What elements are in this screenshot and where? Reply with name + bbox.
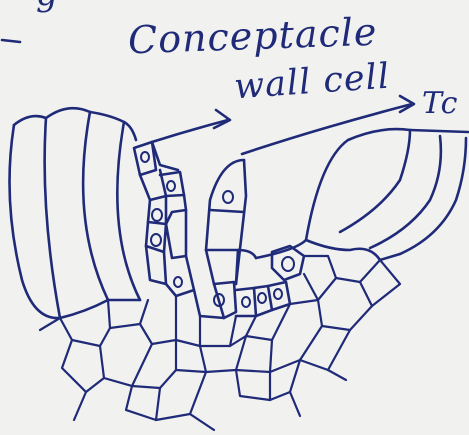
tissue-edge [328,370,346,380]
tissue-cell [60,300,110,346]
wall-cell-arrowhead [214,110,230,128]
hex-cell-outline [272,246,304,280]
wall-cell [166,195,186,224]
tissue-edge [190,414,214,430]
nucleus [167,181,175,191]
tissue-cell [110,300,148,328]
left-strip-4 [117,122,140,300]
tissue-cell [236,370,270,400]
left-strip-2 [45,118,60,318]
right-lobe-base [380,254,400,260]
nucleus [282,257,294,271]
tissue-cell [236,340,272,372]
left-strip-3 [83,112,108,300]
right-wall-divider [210,210,244,212]
right-lobe-strip [370,136,441,248]
left-wall-cells [134,142,194,296]
tissue-cell [62,340,104,392]
nucleus [174,277,182,287]
tissue-cell [206,336,246,372]
nucleus [223,191,233,203]
hex-cell [272,246,304,280]
left-base-1 [60,300,108,318]
wall-cell [166,256,194,296]
wall-cell-arrow-line [152,120,228,142]
wall-cell [146,222,166,252]
tissue-cell [156,372,206,420]
tissue-cell [304,256,336,300]
floor-cell [236,288,256,316]
tissue-cell [176,346,206,372]
right-wall-cells [206,160,256,284]
floor-cell [194,284,224,318]
tissue-cell [104,344,152,386]
tissue-edge [74,392,86,420]
nucleus [258,293,266,303]
right-lobe [256,129,468,260]
nucleus [151,234,161,246]
tissue-cell [140,296,176,344]
tissue-cell [126,386,160,420]
nucleus [152,209,162,221]
left-strip-4-top [124,122,136,140]
left-strip-top [14,116,46,125]
right-lobe-strip [340,130,410,232]
tissue-edge [40,318,60,330]
tissue-cell [336,260,380,282]
nucleus [274,289,282,299]
margin-dash [2,40,20,42]
left-strip-3-top [90,112,124,122]
left-strip-outer [10,125,61,318]
left-strip-2-top [46,108,90,118]
wall-cell [146,246,166,284]
cavity-floor-cells [194,282,290,318]
tissue-cell [132,340,176,388]
nucleus [242,297,250,307]
right-lobe-top [410,130,468,132]
tissue-cell [176,316,200,346]
label-arrows [152,96,414,154]
tissue-cell [372,260,400,306]
tissue-edge [290,392,300,416]
left-lobe [10,108,141,318]
tissue-cell [200,316,236,346]
nucleus [141,152,149,162]
tissue-cell [290,274,318,304]
